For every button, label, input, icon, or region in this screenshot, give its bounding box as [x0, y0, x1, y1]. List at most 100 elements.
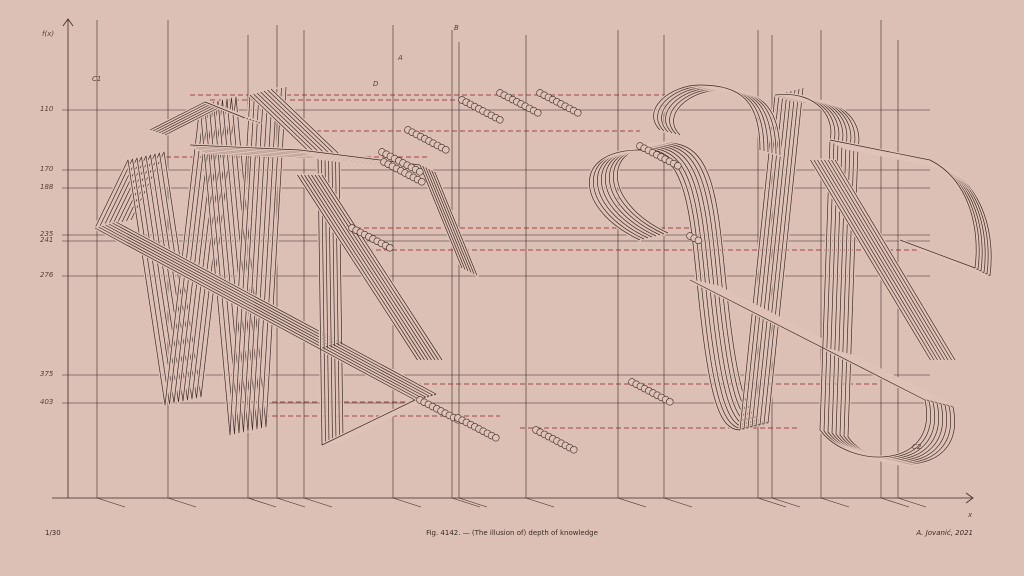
ribbon-stroke [318, 174, 439, 361]
ribbon-stroke [717, 101, 955, 465]
ribbon-stroke [609, 89, 796, 426]
ribbon-underlay [591, 92, 781, 431]
y-axis-arrow [62, 18, 74, 27]
ribbon-stroke [810, 159, 931, 361]
grid-foot [167, 497, 197, 508]
grid-foot [897, 497, 927, 508]
ribbon-stroke [817, 159, 938, 361]
ribbon-stroke [94, 94, 251, 436]
bead-chain [348, 224, 394, 252]
y-tick-label: 375 [40, 370, 54, 378]
bead [416, 168, 424, 176]
ribbon-stroke [94, 94, 416, 446]
bead-chain [416, 396, 462, 424]
y-tick-label: 241 [40, 236, 54, 244]
ribbon-stroke [117, 89, 273, 431]
bead [534, 109, 542, 117]
grid-foot [757, 497, 787, 508]
ribbon-stroke [653, 84, 761, 151]
ribbon-stroke [300, 174, 422, 361]
grid-foot [663, 497, 693, 508]
bead-chain [378, 148, 424, 176]
ribbon-stroke [831, 159, 952, 361]
grid-foot [451, 497, 481, 508]
bead [574, 109, 582, 117]
ribbon-letters [93, 83, 993, 466]
y-tick-label: 235 [40, 230, 54, 238]
x-axis-arrow [965, 492, 974, 504]
grid-foot [820, 497, 850, 508]
bead-chain [380, 158, 426, 186]
ribbon-stroke [297, 174, 418, 361]
bead [694, 236, 703, 245]
ribbon-underlay [595, 91, 785, 430]
ribbon-stroke [189, 144, 463, 269]
bead [442, 146, 450, 154]
bead-chain [636, 142, 682, 170]
grid-foot [880, 497, 910, 508]
grid-foot [458, 497, 488, 508]
y-tick-label: 188 [40, 183, 54, 191]
ribbon-stroke [108, 91, 264, 433]
ribbon-right-arm [828, 138, 993, 278]
ribbon-stroke [311, 174, 432, 361]
ribbon-left-cap [148, 100, 262, 137]
grid-foot [617, 497, 647, 508]
bead [666, 398, 674, 406]
ribbon-stroke [701, 97, 939, 461]
grid-foot [276, 497, 306, 508]
grid-foot [771, 497, 801, 508]
bead [386, 244, 394, 252]
bead [492, 434, 500, 442]
ribbon-stroke [697, 96, 935, 460]
grid-foot [525, 497, 555, 508]
ribbon-stroke [824, 159, 945, 361]
ribbon-stroke [705, 98, 943, 462]
bead-chain [628, 378, 674, 406]
point-label-c2: C2 [912, 443, 922, 451]
x-axis-label: x [968, 511, 973, 519]
point-label-a: A [398, 54, 403, 62]
bead [496, 116, 504, 124]
bead-chain [458, 96, 504, 124]
ribbon-left-diagonal [295, 173, 444, 362]
ribbon-right-diagonal [808, 158, 957, 362]
ribbon-stroke [834, 159, 956, 361]
y-tick-label: 403 [40, 398, 54, 406]
ribbon-right-top [652, 83, 782, 157]
ribbon-stroke [605, 90, 792, 427]
figure-caption: Fig. 4142. — (The illusion of) depth of … [426, 529, 598, 537]
ribbon-stroke [597, 92, 784, 429]
ribbon-stroke [314, 174, 436, 361]
ribbon-stroke [709, 99, 947, 463]
bead [418, 178, 426, 186]
ribbon-stroke [829, 139, 977, 269]
grid-foot [247, 497, 277, 508]
author-credit: A. Jovanić, 2021 [916, 529, 973, 537]
ribbon-stroke [693, 95, 931, 459]
ribbon-stroke [149, 101, 246, 131]
bead [570, 446, 578, 454]
grid-foot [96, 497, 126, 508]
page-number: 1/30 [45, 529, 61, 537]
grid-foot [303, 497, 333, 508]
ribbon-stroke [613, 88, 800, 425]
bead-chain [454, 414, 500, 442]
ribbon-left-zigzag [93, 87, 438, 447]
axes [52, 18, 974, 504]
ribbon-left-arm [188, 143, 479, 278]
ribbon-stroke [820, 159, 942, 361]
y-tick-label: 276 [40, 271, 54, 279]
point-label-b: B [454, 24, 459, 32]
ribbon-stroke [99, 93, 255, 435]
ribbon-stroke [713, 100, 951, 464]
ribbon-stroke [589, 94, 776, 431]
bead-chain [496, 89, 542, 117]
ribbon-stroke [827, 159, 949, 361]
bead-chain [686, 232, 703, 245]
ribbon-stroke [112, 90, 269, 432]
ribbon-stroke [103, 92, 260, 434]
bead-chain [404, 126, 450, 154]
ribbon-right-loop [587, 86, 805, 432]
